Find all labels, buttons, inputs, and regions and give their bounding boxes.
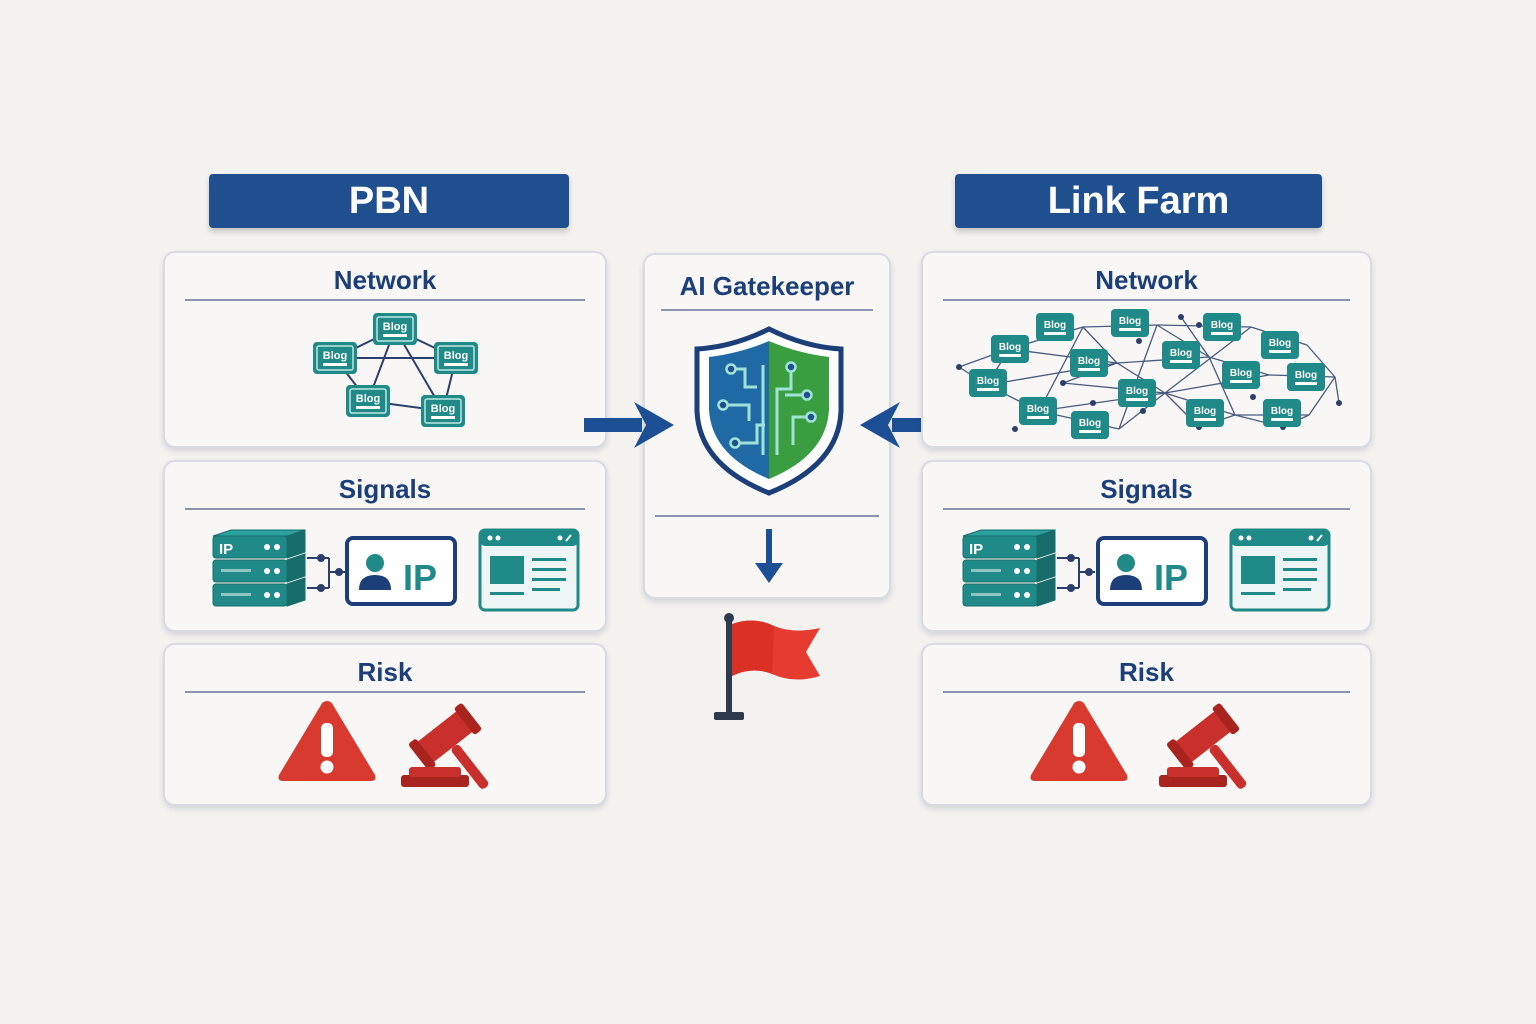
link-farm-signals-title: Signals (1100, 474, 1193, 504)
pbn-risk-panel: Risk (163, 643, 607, 806)
svg-text:Blog: Blog (431, 403, 455, 415)
divider (661, 309, 873, 311)
pbn-network-graph-icon: Blog Blog Blog Blog Blog (313, 313, 478, 427)
svg-text:Blog: Blog (1269, 338, 1291, 349)
svg-text:Blog: Blog (1044, 320, 1066, 331)
svg-text:Blog: Blog (1119, 316, 1141, 327)
pbn-title-bar: PBN (209, 174, 569, 228)
pbn-title: PBN (348, 179, 430, 222)
svg-text:Blog: Blog (1079, 418, 1101, 429)
server-stack-icon: IP (962, 529, 1056, 607)
svg-text:IP: IP (1154, 557, 1188, 598)
divider (943, 691, 1350, 693)
link-farm-risk-title: Risk (1119, 657, 1174, 687)
connector-lines-icon (1057, 554, 1095, 592)
divider (943, 508, 1350, 510)
svg-text:Blog: Blog (383, 321, 407, 333)
shield-circuit-icon (694, 326, 844, 496)
svg-text:Blog: Blog (1271, 406, 1293, 417)
connector-lines-icon (307, 554, 345, 592)
ip-id-card-icon: IP (1096, 536, 1208, 606)
svg-text:Blog: Blog (999, 342, 1021, 353)
link-farm-risk-panel: Risk (921, 643, 1372, 806)
divider (655, 515, 879, 517)
pbn-blog-nodes: Blog Blog Blog Blog Blog (313, 313, 478, 427)
svg-text:Blog: Blog (1078, 356, 1100, 367)
pbn-network-panel: Network Blog Blog Blog Blog Blog (163, 251, 607, 448)
svg-text:Blog: Blog (444, 350, 468, 362)
right-arrow-icon (584, 402, 674, 448)
link-farm-blog-nodes: Blog Blog Blog Blog Blog Blog Blog Blog … (969, 309, 1325, 439)
browser-window-icon (478, 528, 580, 612)
pbn-signals-panel: Signals IP IP (163, 460, 607, 632)
pbn-risk-title: Risk (357, 657, 413, 687)
warning-triangle-icon (1030, 701, 1128, 781)
ip-id-card-icon: IP (345, 536, 457, 606)
divider (185, 299, 585, 301)
svg-text:Blog: Blog (1170, 348, 1192, 359)
svg-text:Blog: Blog (1126, 386, 1148, 397)
svg-text:Blog: Blog (356, 393, 380, 405)
divider (185, 691, 585, 693)
svg-text:Blog: Blog (1230, 368, 1252, 379)
svg-text:Blog: Blog (977, 376, 999, 387)
svg-text:Blog: Blog (1027, 404, 1049, 415)
ai-gatekeeper-panel: AI Gatekeeper (643, 253, 891, 599)
browser-window-icon (1229, 528, 1331, 612)
svg-text:Blog: Blog (1211, 320, 1233, 331)
link-farm-network-graph-icon: Blog Blog Blog Blog Blog Blog Blog Blog … (956, 309, 1342, 439)
pbn-signals-title: Signals (338, 474, 432, 504)
warning-triangle-icon (278, 701, 376, 781)
divider (185, 508, 585, 510)
link-farm-network-title: Network (1095, 265, 1198, 295)
gavel-icon (401, 703, 489, 789)
ai-gatekeeper-title: AI Gatekeeper (679, 271, 855, 301)
server-stack-icon: IP (212, 529, 306, 607)
svg-text:Blog: Blog (323, 350, 347, 362)
svg-text:IP: IP (219, 541, 233, 558)
svg-text:IP: IP (969, 541, 983, 558)
divider (943, 299, 1350, 301)
svg-text:Blog: Blog (1194, 406, 1216, 417)
red-flag-icon (714, 613, 820, 720)
link-farm-signals-panel: Signals IP IP (921, 460, 1372, 632)
gavel-icon (1159, 703, 1247, 789)
link-farm-title: Link Farm (1047, 179, 1230, 222)
down-arrow-icon (755, 529, 783, 583)
link-farm-title-bar: Link Farm (955, 174, 1322, 228)
svg-text:Blog: Blog (1295, 370, 1317, 381)
link-farm-network-panel: Network B (921, 251, 1372, 448)
svg-text:IP: IP (403, 557, 437, 598)
pbn-network-title: Network (333, 265, 437, 295)
